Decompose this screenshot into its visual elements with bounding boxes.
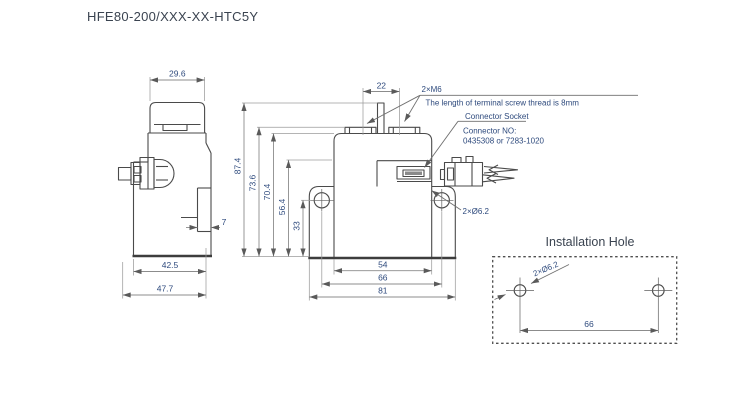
side-view: 29.6 7 42.5 47.7 <box>117 69 227 299</box>
installation-hole-left <box>506 277 534 333</box>
connector-side-view <box>117 156 175 190</box>
label-terminal-thread: 2×M6 <box>422 85 443 94</box>
installation-hole-right <box>644 277 673 333</box>
dim-cap-width: 29.6 <box>169 69 186 79</box>
dim-hole-height: 33 <box>292 221 302 231</box>
label-connector-no: Connector NO: <box>463 127 516 136</box>
installation-hole-size-label: 2×Ø6.2 <box>532 260 560 279</box>
mounting-hole-left <box>310 189 334 212</box>
page-title: HFE80-200/XXX-XX-HTC5Y <box>87 9 258 24</box>
label-connector-no-value: 0435308 or 7283-1020 <box>463 137 545 146</box>
dim-body-height: 70.4 <box>262 183 272 200</box>
installation-panel-outline <box>492 256 678 344</box>
installation-title: Installation Hole <box>546 235 635 249</box>
mounting-hole-right <box>430 189 454 212</box>
installation-hole-diagram: Installation Hole 2×Ø6.2 66 <box>492 235 678 344</box>
label-connector-socket: Connector Socket <box>465 112 529 121</box>
front-view: 22 2×M6 The length of terminal screw thr… <box>233 81 638 301</box>
dim-hole-pitch: 66 <box>378 273 388 283</box>
label-mount-hole-size: 2×Ø6.2 <box>463 207 490 216</box>
dim-step-height: 56.4 <box>277 198 287 215</box>
dim-core-width: 54 <box>378 260 388 270</box>
dim-terminal-pitch: 22 <box>377 81 387 91</box>
installation-hole-pitch: 66 <box>584 319 594 329</box>
connector-socket <box>396 165 431 180</box>
dim-total-depth: 47.7 <box>157 284 174 294</box>
dim-base-width: 42.5 <box>162 260 179 270</box>
dim-terminal-height: 73.6 <box>248 174 258 191</box>
dim-total-width: 81 <box>378 286 388 296</box>
dim-foot-offset: 7 <box>222 217 227 227</box>
wire-break-symbol <box>482 164 519 184</box>
connector-plug <box>439 155 519 187</box>
dim-total-height: 87.4 <box>233 157 243 174</box>
note-thread-length: The length of terminal screw thread is 8… <box>426 99 580 108</box>
